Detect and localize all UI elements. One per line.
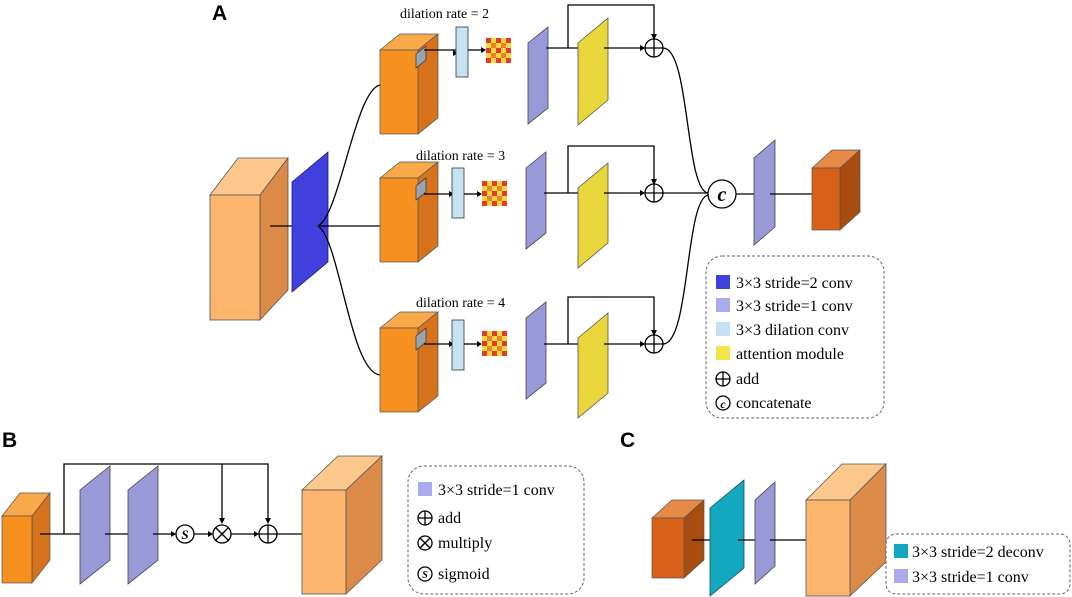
legend-label: 3×3 dilation conv [736, 322, 849, 339]
panel-label-a: A [212, 2, 227, 25]
legend-swatch-attention [716, 346, 730, 360]
legend-swatch-stride2 [716, 275, 730, 289]
legend-swatch-deconv [894, 544, 908, 558]
stride1-conv [754, 481, 776, 585]
output-feature-map [811, 149, 861, 231]
branch-dilation-4: dilation rate = 4 [379, 296, 664, 419]
concat-symbol: c [718, 184, 727, 206]
stride1-conv [525, 151, 547, 250]
legend-label: 3×3 stride=2 deconv [912, 544, 1044, 561]
branch-dilation-3: dilation rate = 3 [379, 145, 664, 269]
add-op [644, 183, 664, 203]
dilation-conv [451, 319, 465, 371]
branch-dilation-2: dilation rate = 2 [379, 4, 664, 135]
sigmoid-op: S [175, 524, 195, 544]
concat-icon: c [715, 395, 731, 411]
multiply-op [212, 524, 232, 544]
attention-grid-icon [482, 331, 507, 356]
legend-label: 3×3 stride=1 conv [912, 569, 1029, 586]
legend-swatch-dilation [716, 322, 730, 336]
stride1-conv [79, 465, 111, 585]
dilation-rate-label: dilation rate = 4 [416, 296, 505, 311]
legend-label: 3×3 stride=1 conv [736, 298, 853, 315]
legend-label: 3×3 stride=1 conv [438, 482, 555, 499]
add-icon [417, 510, 433, 526]
concat-symbol: c [720, 397, 726, 411]
attention-module [577, 312, 609, 419]
legend-swatch-stride1 [418, 482, 432, 496]
legend-label: sigmoid [438, 566, 490, 583]
stride2-deconv [709, 479, 745, 597]
legend-swatch-stride1 [894, 569, 908, 583]
input-feature-map [209, 156, 289, 322]
input-feature-map [1, 491, 51, 585]
dilation-rate-label: dilation rate = 3 [416, 149, 505, 164]
add-icon [715, 371, 731, 387]
attention-module [577, 162, 609, 269]
legend-label: attention module [736, 346, 844, 363]
dilation-conv [451, 167, 465, 219]
add-op [644, 334, 664, 354]
sigmoid-symbol: S [181, 527, 188, 542]
stride1-conv [525, 301, 547, 400]
legend-label: 3×3 stride=2 conv [736, 275, 853, 292]
stride1-conv [127, 465, 159, 585]
add-op [644, 38, 664, 58]
stride2-conv-block [291, 151, 329, 293]
legend-label: add [736, 371, 759, 388]
output-feature-map [805, 463, 887, 597]
legend-label: add [438, 510, 461, 527]
stride1-conv [527, 26, 549, 125]
legend-label: concatenate [736, 395, 812, 412]
input-feature-map [651, 499, 705, 579]
legend-a: 3×3 stride=2 conv 3×3 stride=1 conv 3×3 … [705, 255, 885, 419]
sigmoid-icon: S [417, 566, 433, 582]
panel-c [651, 463, 887, 597]
sigmoid-symbol: S [422, 570, 428, 581]
attention-module [577, 17, 609, 126]
dilation-conv [455, 26, 469, 78]
legend-c: 3×3 stride=2 deconv 3×3 stride=1 conv [885, 533, 1071, 595]
attention-grid-icon [486, 38, 511, 63]
attention-grid-icon [482, 181, 507, 206]
output-feature-map [300, 455, 384, 595]
legend-b: 3×3 stride=1 conv add multiply S sigmoid [407, 465, 585, 595]
legend-swatch-stride1 [716, 298, 730, 312]
legend-label: multiply [438, 535, 492, 552]
add-op [258, 524, 278, 544]
panel-b: S [1, 455, 384, 595]
concat-op: c [707, 179, 737, 209]
panel-label-c: C [620, 429, 635, 452]
multiply-icon [417, 535, 433, 551]
panel-label-b: B [2, 429, 17, 452]
dilation-rate-label: dilation rate = 2 [400, 7, 489, 22]
output-stride1-conv [753, 139, 776, 246]
